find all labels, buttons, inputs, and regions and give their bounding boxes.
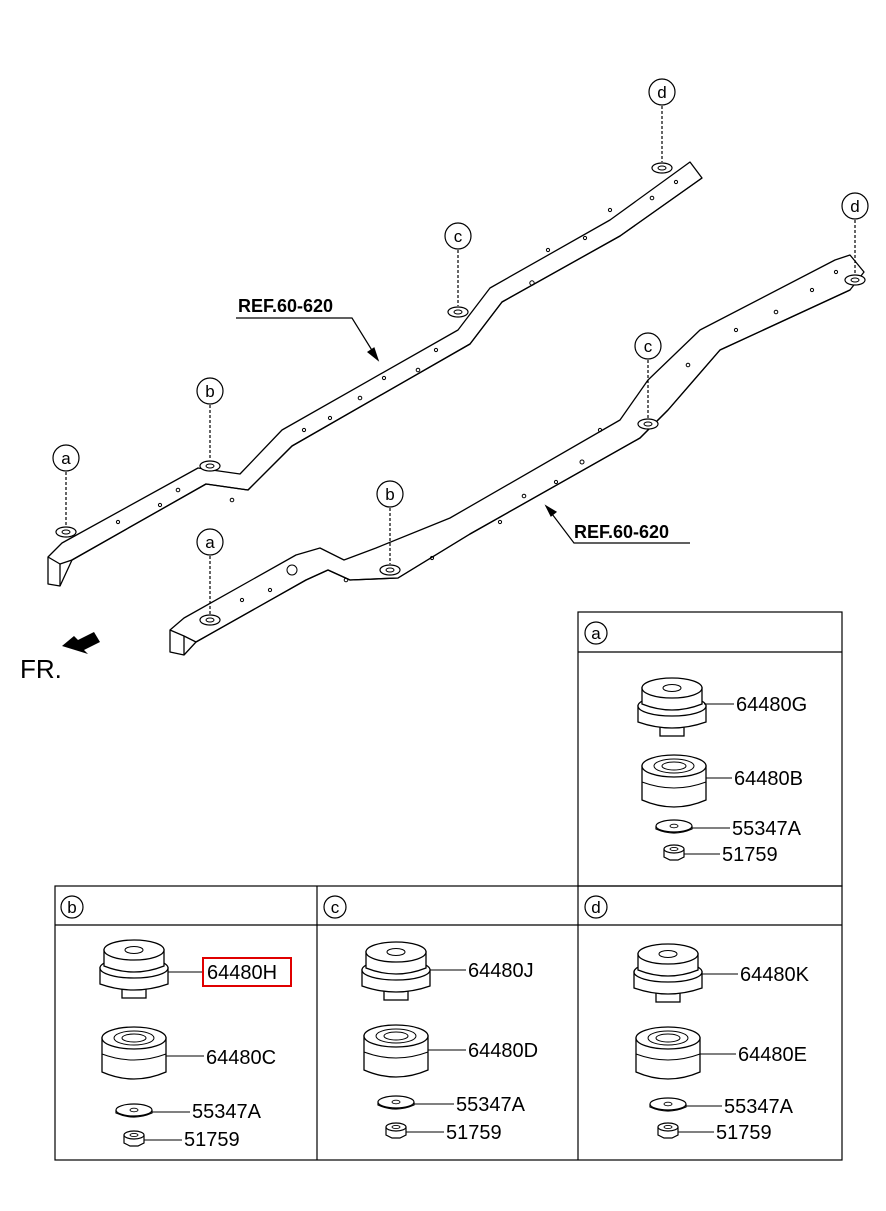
callout-c-lower: c bbox=[644, 337, 653, 356]
part-55347A-c: 55347A bbox=[456, 1094, 526, 1116]
part-51759-c: 51759 bbox=[446, 1122, 502, 1144]
panel-a-parts bbox=[637, 677, 707, 861]
frame-holes-lower bbox=[239, 269, 839, 603]
part-64480C: 64480C bbox=[206, 1047, 276, 1069]
ref-label-lower: REF.60-620 bbox=[574, 522, 669, 542]
callout-d-lower: d bbox=[850, 197, 859, 216]
callouts bbox=[52, 78, 869, 614]
panel-c-letter: c bbox=[331, 898, 340, 917]
highlight-box bbox=[202, 957, 292, 987]
callout-b-lower: b bbox=[385, 485, 394, 504]
part-55347A-a: 55347A bbox=[732, 818, 802, 840]
part-64480D: 64480D bbox=[468, 1040, 538, 1062]
part-51759-d: 51759 bbox=[716, 1122, 772, 1144]
panel-b-leaders bbox=[144, 971, 204, 1141]
panel-c-leaders bbox=[406, 969, 466, 1133]
detail-panel-grid bbox=[54, 611, 843, 1161]
front-label: FR. bbox=[20, 654, 62, 684]
front-arrow-icon bbox=[62, 632, 100, 654]
callout-d-upper: d bbox=[657, 83, 666, 102]
callout-a-lower: a bbox=[205, 533, 215, 552]
panel-header-bubbles bbox=[60, 621, 608, 919]
panel-b-letter: b bbox=[67, 898, 76, 917]
part-55347A-d: 55347A bbox=[724, 1096, 794, 1118]
callout-a-upper: a bbox=[61, 449, 71, 468]
mount-pads-upper bbox=[55, 162, 673, 538]
part-64480B: 64480B bbox=[734, 768, 803, 790]
part-64480H[interactable]: 64480H bbox=[207, 962, 277, 984]
ref-label-upper: REF.60-620 bbox=[238, 296, 333, 316]
part-64480G: 64480G bbox=[736, 694, 807, 716]
part-51759-a: 51759 bbox=[722, 844, 778, 866]
part-64480E: 64480E bbox=[738, 1044, 807, 1066]
part-64480J: 64480J bbox=[468, 960, 534, 982]
ref-leaders bbox=[236, 317, 690, 544]
callout-letters: a b c d a b c d bbox=[61, 83, 859, 552]
part-51759-b: 51759 bbox=[184, 1129, 240, 1151]
panel-d-parts bbox=[633, 943, 703, 1139]
panel-a-letter: a bbox=[591, 624, 601, 643]
part-55347A-b: 55347A bbox=[192, 1101, 262, 1123]
frame-rail-upper bbox=[47, 161, 703, 587]
panel-d-letter: d bbox=[591, 898, 600, 917]
panel-b-parts bbox=[99, 939, 169, 1147]
callout-b-upper: b bbox=[205, 382, 214, 401]
panel-d-leaders bbox=[678, 973, 738, 1133]
panel-c-parts bbox=[361, 941, 431, 1139]
callout-c-upper: c bbox=[454, 227, 463, 246]
panel-a-leaders bbox=[684, 703, 734, 855]
frame-holes-upper bbox=[115, 179, 679, 525]
part-64480K: 64480K bbox=[740, 964, 810, 986]
